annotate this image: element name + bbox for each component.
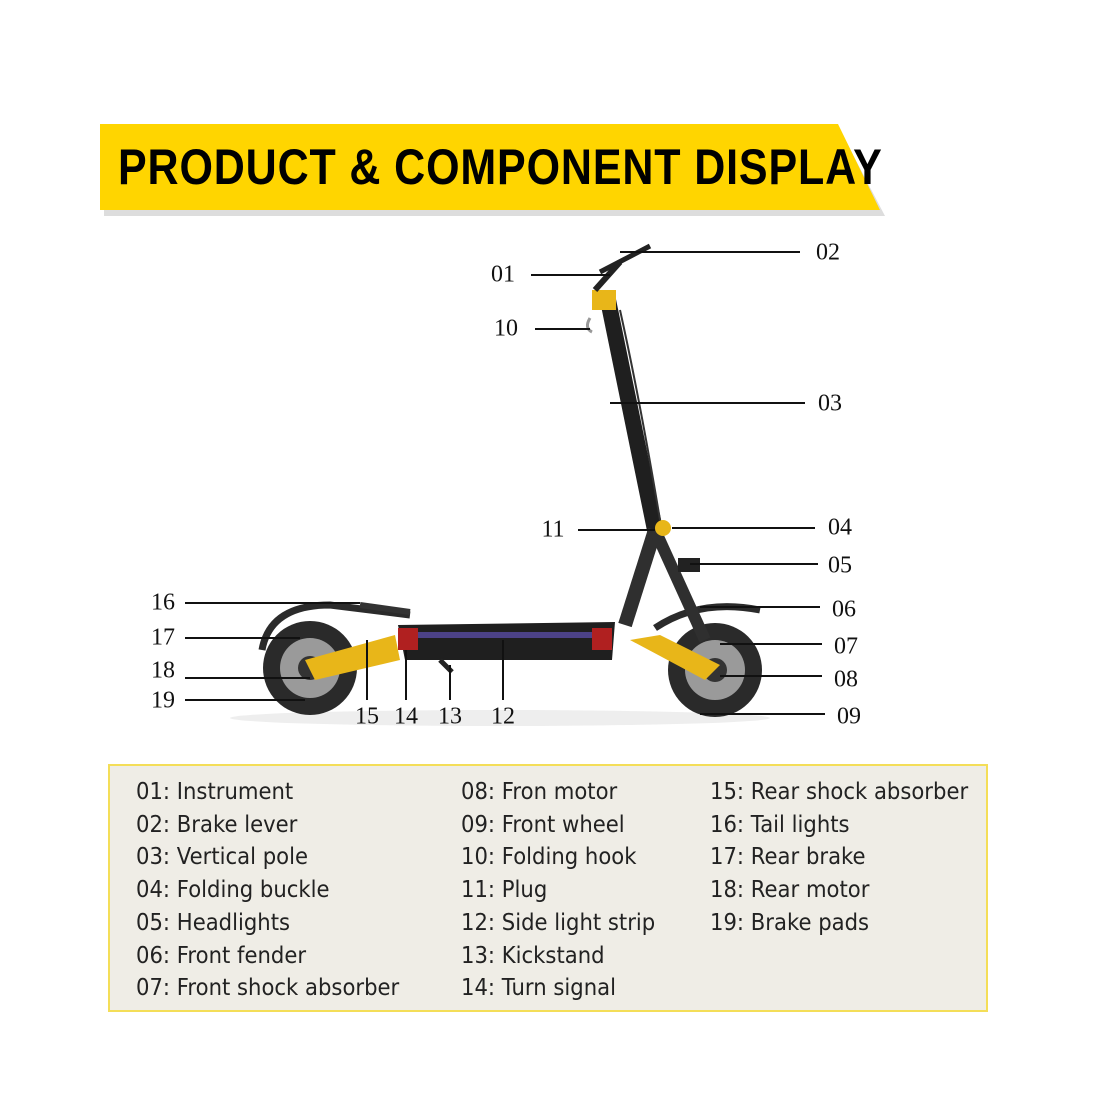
legend-item: 10: Folding hook (461, 844, 637, 871)
legend-item: 01: Instrument (136, 779, 294, 805)
banner-shape (100, 124, 885, 216)
legend-item: 07: Front shock absorber (136, 975, 400, 1002)
legend-item: 18: Rear motor (710, 877, 870, 904)
legend-item: 04: Folding buckle (136, 877, 330, 904)
callout-08: 08 (834, 666, 858, 693)
legend-item: 19: Brake pads (710, 909, 870, 936)
callout-12: 12 (491, 703, 515, 730)
scooter-diagram (185, 243, 825, 726)
callout-15: 15 (355, 703, 379, 730)
title-banner: PRODUCT & COMPONENT DISPLAY (100, 124, 885, 216)
legend-item: 09: Front wheel (461, 811, 625, 838)
component-legend: 01: Instrument 02: Brake lever 03: Verti… (108, 764, 988, 1012)
legend-item: 14: Turn signal (461, 975, 616, 1002)
callout-lines (185, 251, 825, 715)
legend-item: 03: Vertical pole (136, 844, 308, 871)
callout-07: 07 (834, 633, 858, 660)
callout-14: 14 (394, 703, 418, 730)
callout-02: 02 (816, 239, 840, 266)
callout-18: 18 (151, 657, 175, 684)
legend-item: 05: Headlights (136, 909, 291, 936)
callout-01: 01 (491, 261, 515, 288)
legend-column-2: 08: Fron motor 09: Front wheel 10: Foldi… (461, 776, 672, 1005)
legend-column-1: 01: Instrument 02: Brake lever 03: Verti… (136, 776, 422, 1005)
page-title: PRODUCT & COMPONENT DISPLAY (118, 139, 883, 195)
callout-10: 10 (494, 315, 518, 342)
callout-06: 06 (832, 596, 856, 623)
callout-03: 03 (818, 390, 842, 417)
callout-16: 16 (151, 589, 175, 616)
callout-19: 19 (151, 687, 175, 714)
legend-item: 08: Fron motor (461, 779, 618, 805)
legend-column-3: 15: Rear shock absorber 16: Tail lights … (710, 776, 991, 940)
callout-09: 09 (837, 703, 861, 730)
legend-item: 06: Front fender (136, 942, 307, 969)
callout-05: 05 (828, 552, 852, 579)
callout-11: 11 (541, 516, 565, 543)
legend-item: 13: Kickstand (461, 942, 605, 969)
legend-item: 17: Rear brake (710, 844, 866, 871)
legend-item: 15: Rear shock absorber (710, 779, 969, 805)
scooter-illustration (230, 243, 770, 726)
legend-item: 11: Plug (461, 877, 548, 904)
callout-04: 04 (828, 514, 852, 541)
callout-13: 13 (438, 703, 462, 730)
legend-item: 12: Side light strip (461, 909, 656, 936)
legend-item: 02: Brake lever (136, 811, 298, 838)
deck (398, 622, 615, 660)
legend-item: 16: Tail lights (710, 811, 850, 838)
callout-17: 17 (151, 624, 175, 651)
